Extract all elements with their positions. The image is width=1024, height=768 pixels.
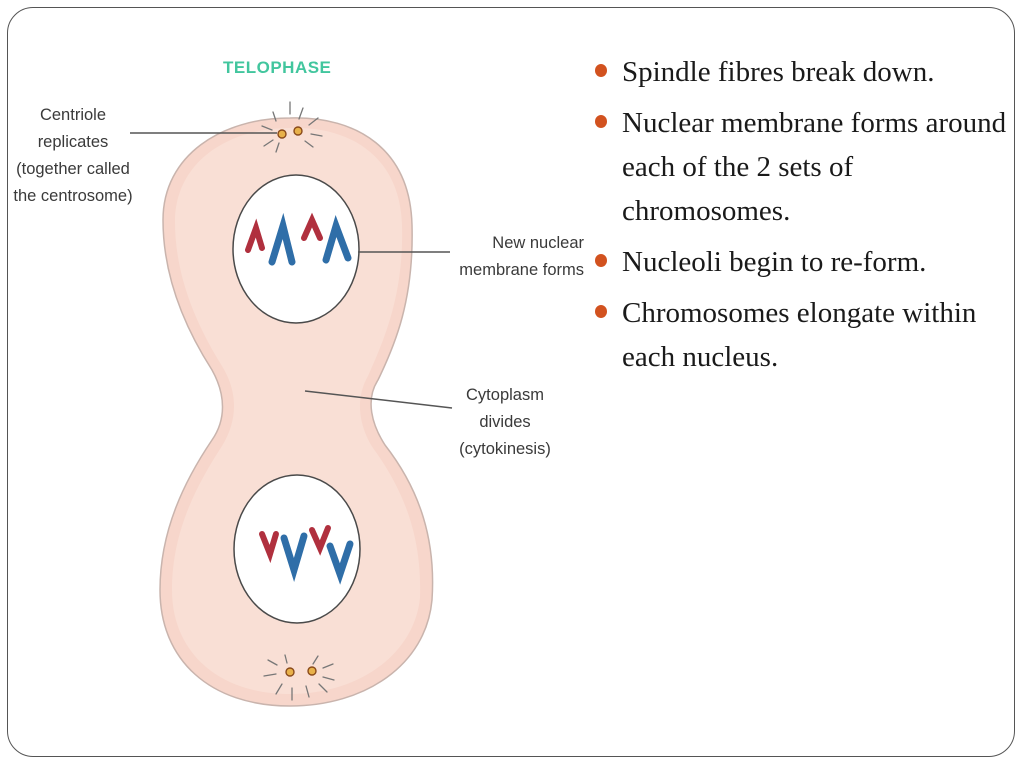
chromosome bbox=[259, 531, 279, 564]
cytoplasm-label: Cytoplasm divides (cytokinesis) bbox=[459, 386, 551, 458]
bullet-dot-icon bbox=[595, 305, 607, 318]
centriole bbox=[307, 666, 317, 676]
bullet-text: Nuclear membrane forms around each of th… bbox=[622, 107, 1007, 227]
chromosome bbox=[309, 525, 331, 556]
upper-nucleus bbox=[232, 174, 360, 324]
chromosome bbox=[245, 218, 265, 253]
upper-chromosomes bbox=[245, 212, 352, 266]
bullet-text: Chromosomes elongate within each nucleus… bbox=[622, 297, 977, 373]
bullet-dot-icon bbox=[595, 254, 607, 267]
centriole bbox=[293, 126, 303, 136]
centriole bbox=[277, 129, 287, 139]
chromosome bbox=[268, 212, 296, 266]
nuclear-membrane-label: New nuclear membrane forms bbox=[459, 234, 584, 279]
top-centrosome bbox=[261, 101, 323, 153]
diagram-title: TELOPHASE bbox=[223, 58, 332, 77]
chromosome bbox=[322, 214, 352, 264]
bullet-dot-icon bbox=[595, 64, 607, 77]
bottom-centrosome bbox=[263, 654, 335, 701]
cytoplasm-leader-line bbox=[304, 390, 453, 409]
chromosome bbox=[280, 532, 308, 583]
bullet-text: Nucleoli begin to re-form. bbox=[622, 246, 927, 278]
bullet-text: Spindle fibres break down. bbox=[622, 56, 935, 88]
bullet-item: Chromosomes elongate within each nucleus… bbox=[594, 291, 1009, 379]
bullet-item: Nucleoli begin to re-form. bbox=[594, 240, 1009, 284]
chromosome bbox=[326, 540, 354, 585]
centriole bbox=[285, 667, 295, 677]
lower-chromosomes bbox=[259, 525, 354, 585]
bullet-list: Spindle fibres break down. Nuclear membr… bbox=[594, 50, 1009, 386]
centriole-label: Centriole replicates (together called th… bbox=[13, 106, 133, 205]
bullet-item: Nuclear membrane forms around each of th… bbox=[594, 101, 1009, 233]
bullet-dot-icon bbox=[595, 115, 607, 128]
chromosome bbox=[301, 212, 323, 241]
bullet-item: Spindle fibres break down. bbox=[594, 50, 1009, 94]
